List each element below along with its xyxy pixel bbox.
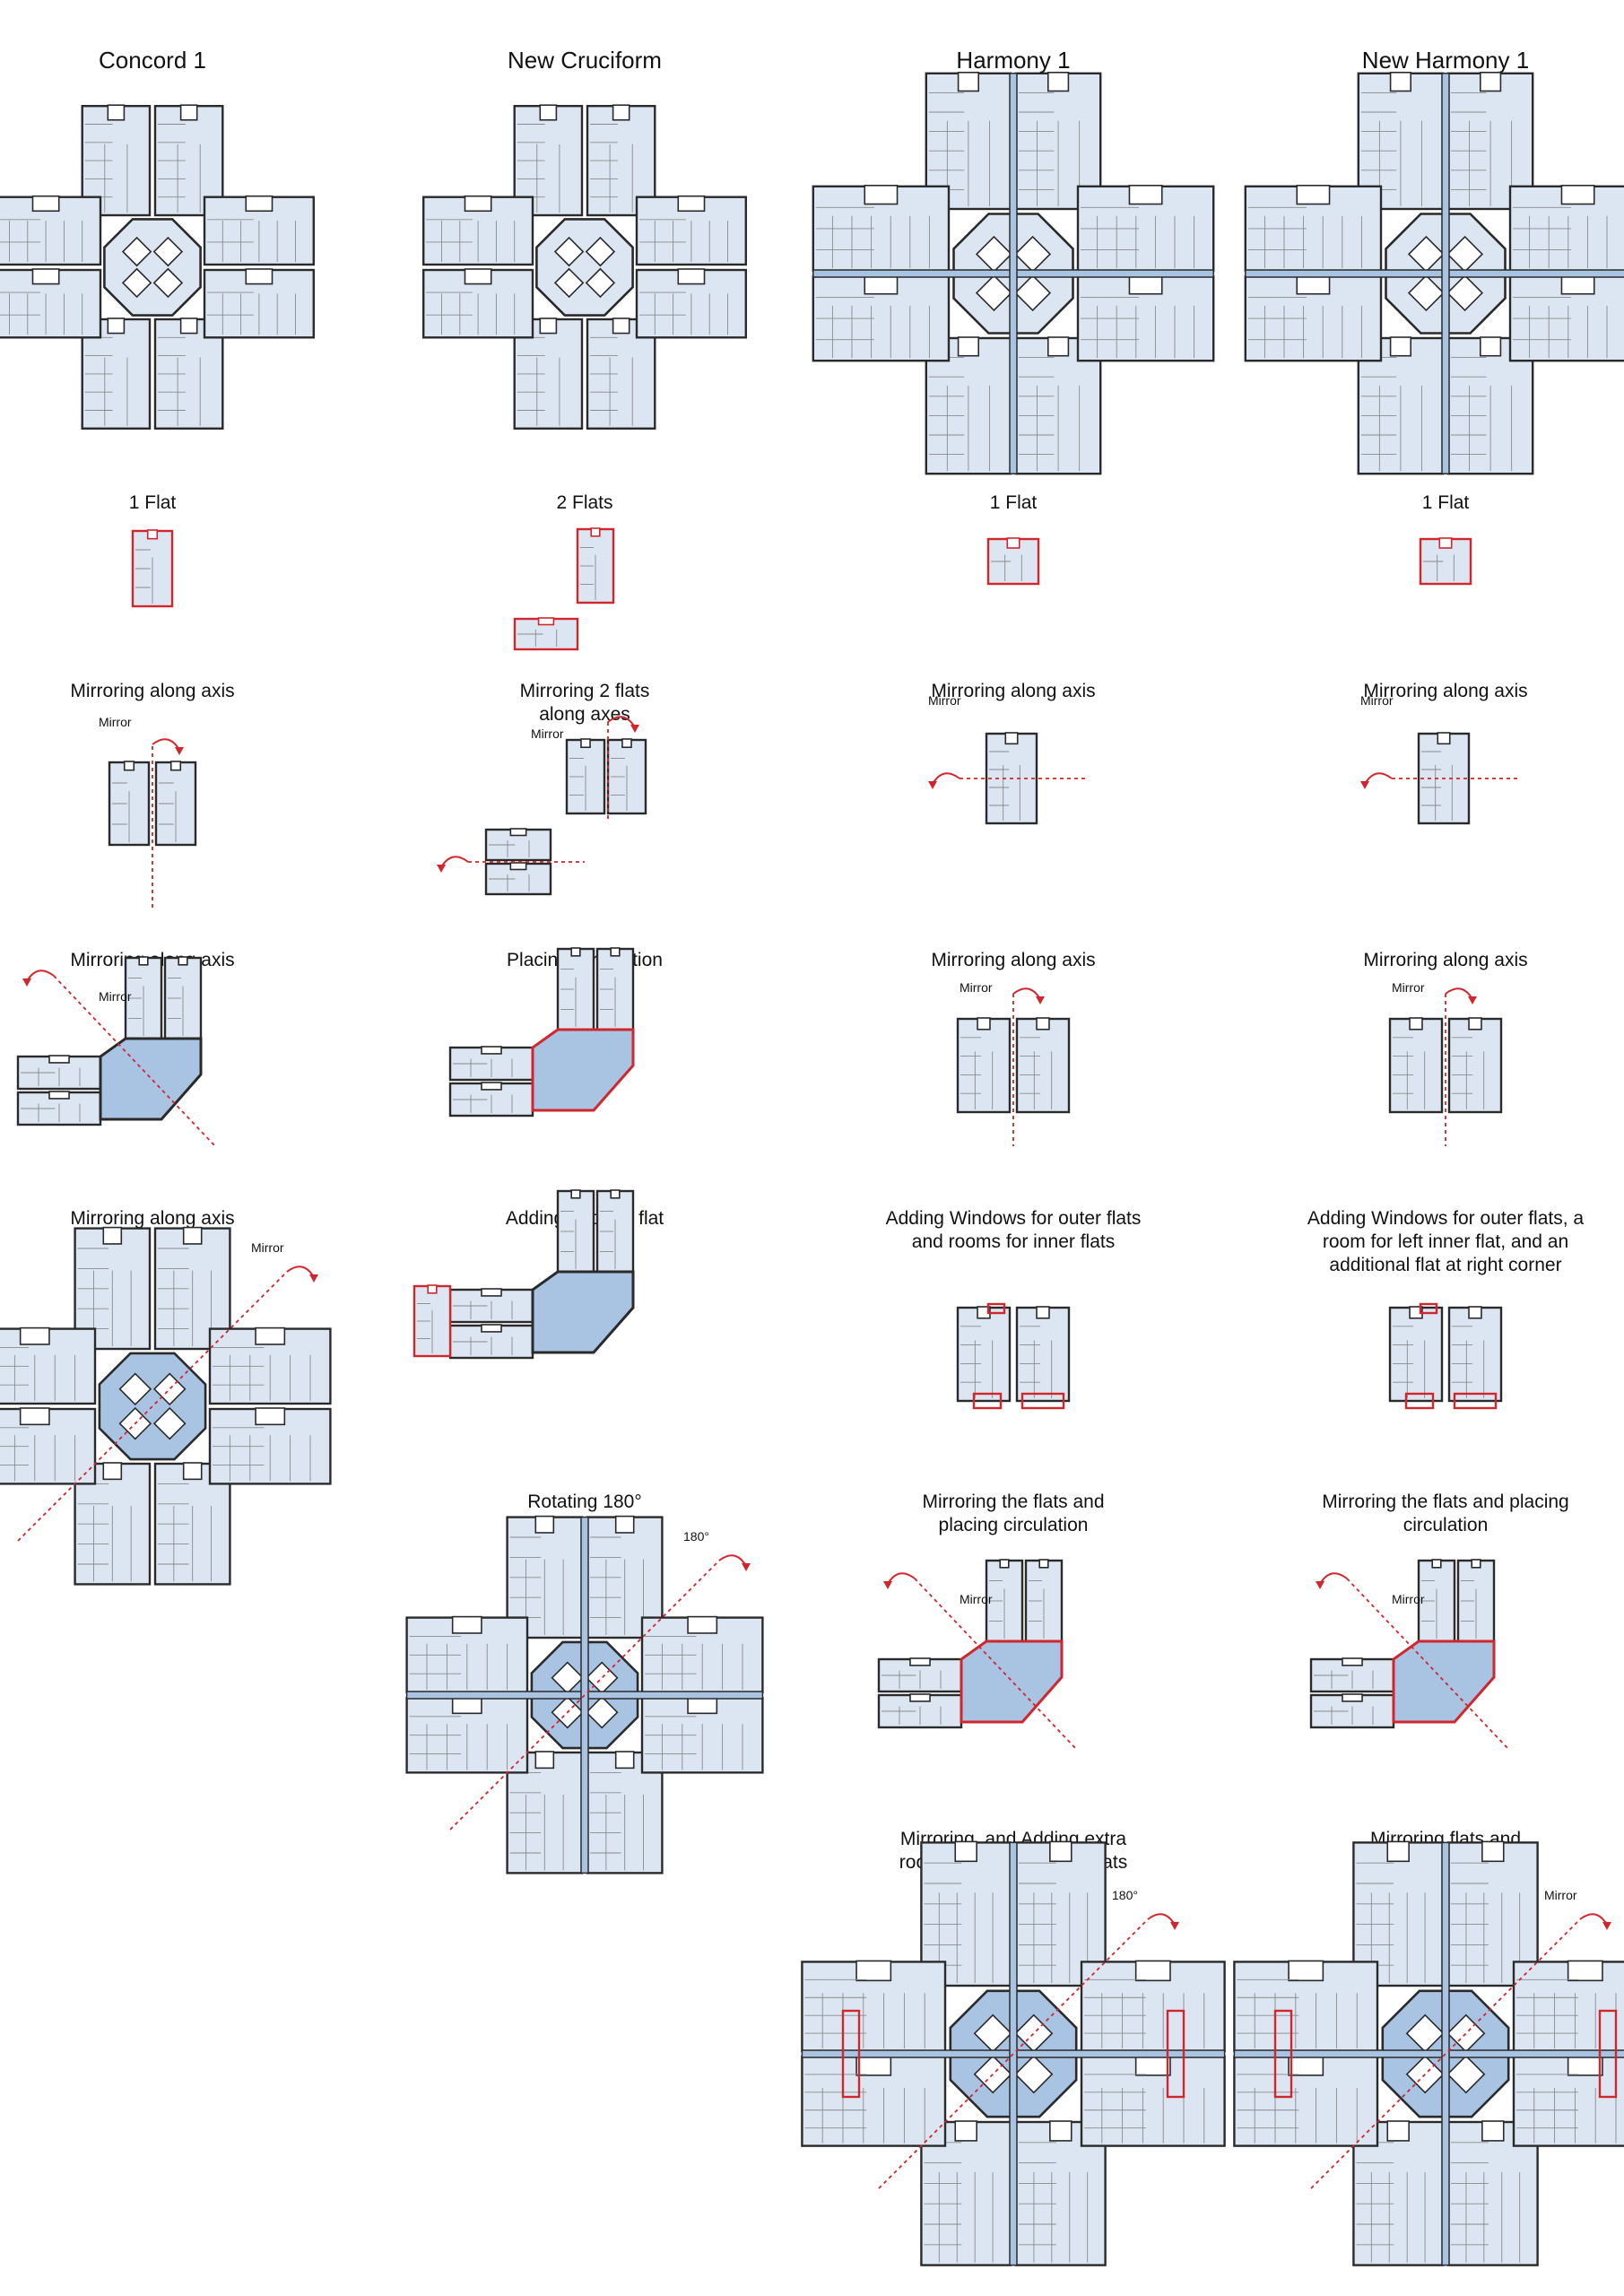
plan-drawing [1233, 1840, 1624, 2266]
plan-drawing [405, 1515, 764, 1874]
step-label: Adding Windows for outer flats, a room f… [1307, 1208, 1585, 1275]
annotation-label: Mirror [960, 980, 993, 995]
step-figure [1388, 1302, 1503, 1410]
step-figure [108, 738, 197, 908]
step-figure [1309, 1559, 1509, 1750]
step-figure [0, 104, 316, 430]
step-label: Mirroring along axis [931, 950, 1096, 970]
plan-drawing [437, 716, 647, 896]
step-label: 1 Flat [128, 492, 177, 513]
annotation-label: Mirror [1392, 980, 1425, 995]
step-figure [405, 1515, 764, 1874]
annotation-label: 180° [683, 1529, 709, 1544]
plan-drawing [1388, 1302, 1503, 1410]
step-label: 2 Flats [556, 492, 613, 513]
step-label: Adding Windows for outer flats and rooms… [885, 1208, 1142, 1252]
plan-drawing [1419, 537, 1472, 586]
plan-drawing [877, 1559, 1077, 1750]
plan-drawing [108, 738, 197, 908]
step-label: 1 Flat [1421, 492, 1470, 513]
column-title: Concord 1 [99, 47, 206, 74]
step-figure [1360, 732, 1517, 825]
plan-drawing [1244, 72, 1624, 475]
step-figure [1388, 987, 1503, 1146]
step-figure [956, 1302, 1071, 1410]
annotation-label: Mirror [1360, 693, 1394, 708]
plan-drawing [956, 987, 1071, 1146]
column-title: New Harmony 1 [1361, 47, 1530, 74]
annotation-label: Mirror [1392, 1592, 1425, 1606]
step-figure [413, 1189, 635, 1360]
plan-drawing [131, 529, 174, 608]
annotation-label: Mirror [531, 726, 564, 741]
plan-drawing [1309, 1559, 1509, 1750]
step-figure [421, 104, 748, 430]
annotation-label: Mirror [99, 989, 132, 1004]
annotation-label: Mirror [99, 715, 132, 729]
step-figure [956, 987, 1071, 1146]
annotation-label: Mirror [960, 1592, 993, 1606]
step-figure [448, 947, 635, 1118]
plan-drawing [448, 947, 635, 1118]
step-figure [877, 1559, 1077, 1750]
step-label: Mirroring 2 flats along axes [519, 681, 650, 725]
step-figure [131, 529, 174, 608]
column-title: Harmony 1 [956, 47, 1071, 74]
step-figure [801, 1840, 1226, 2266]
step-label: Mirroring along axis [1363, 950, 1528, 970]
annotation-label: Mirror [1544, 1888, 1577, 1902]
plan-drawing [513, 527, 615, 651]
step-figure [1233, 1840, 1624, 2266]
step-label: Mirroring along axis [931, 681, 1096, 701]
step-figure [1244, 72, 1624, 475]
annotation-label: Mirror [928, 693, 961, 708]
step-figure [986, 537, 1040, 586]
plan-drawing [1388, 987, 1503, 1146]
plan-drawing [0, 104, 316, 430]
plan-drawing [0, 1226, 332, 1586]
plan-drawing [956, 1302, 1071, 1410]
plan-drawing [421, 104, 748, 430]
step-figure [1419, 537, 1472, 586]
annotation-label: Mirror [251, 1240, 284, 1255]
plan-drawing [413, 1189, 635, 1360]
step-label: Mirroring the flats and placing circulat… [922, 1492, 1105, 1535]
step-figure [812, 72, 1215, 475]
step-figure [437, 716, 647, 896]
step-label: 1 Flat [989, 492, 1038, 513]
step-figure [928, 732, 1085, 825]
step-figure [0, 1226, 332, 1586]
step-label: Mirroring along axis [70, 1208, 235, 1229]
annotation-label: 180° [1112, 1888, 1138, 1902]
plan-drawing [801, 1840, 1226, 2266]
step-label: Mirroring the flats and placing circulat… [1322, 1492, 1569, 1535]
plan-drawing [928, 732, 1085, 825]
step-figure [16, 956, 216, 1147]
plan-drawing [16, 956, 216, 1147]
step-label: Mirroring along axis [1363, 681, 1528, 701]
column-title: New Cruciform [508, 47, 662, 74]
step-figure [513, 527, 615, 651]
plan-drawing [986, 537, 1040, 586]
step-label: Mirroring along axis [70, 681, 235, 701]
plan-drawing [1360, 732, 1517, 825]
plan-drawing [812, 72, 1215, 475]
